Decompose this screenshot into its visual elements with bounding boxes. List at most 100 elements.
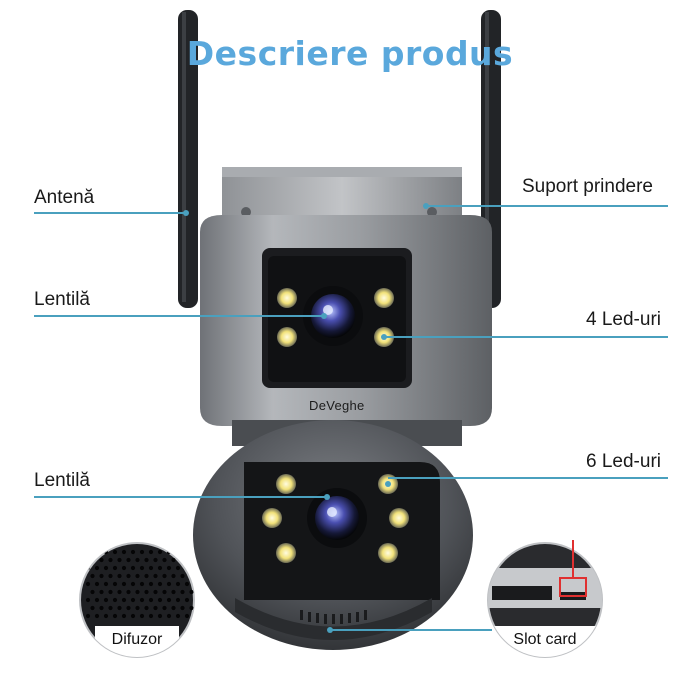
speaker-hole <box>189 589 194 595</box>
label-mount: Suport prindere <box>522 176 653 197</box>
speaker-hole <box>135 573 140 579</box>
label-lens-bottom: Lentilă <box>34 470 90 491</box>
speaker-hole <box>121 549 127 555</box>
speaker-hole <box>180 573 185 579</box>
speaker-hole <box>108 573 113 579</box>
label-led6: 6 Led-uri <box>586 451 661 472</box>
speaker-hole <box>108 605 113 611</box>
speaker-hole <box>166 581 172 587</box>
speaker-hole <box>103 581 109 587</box>
speaker-hole <box>157 597 163 603</box>
speaker-hole <box>130 565 136 571</box>
speaker-hole <box>130 581 136 587</box>
speaker-hole <box>180 557 185 563</box>
label-speaker: Difuzor <box>111 631 163 648</box>
speaker-hole <box>135 557 140 563</box>
speaker-hole <box>153 605 158 611</box>
speaker-hole <box>175 581 181 587</box>
speaker-hole <box>171 573 176 579</box>
speaker-hole <box>175 597 181 603</box>
speaker-hole <box>94 549 100 555</box>
speaker-hole <box>180 589 185 595</box>
speaker-hole <box>117 557 122 563</box>
speaker-hole <box>94 613 100 619</box>
brand-logo: DeVeghe <box>309 398 365 413</box>
speaker-hole <box>184 549 190 555</box>
speaker-hole <box>139 549 145 555</box>
speaker-hole <box>94 581 100 587</box>
speaker-hole <box>112 613 118 619</box>
speaker-hole <box>103 613 109 619</box>
speaker-hole <box>148 597 154 603</box>
speaker-hole <box>121 581 127 587</box>
speaker-hole <box>99 605 104 611</box>
speaker-hole <box>144 573 149 579</box>
speaker-hole <box>108 557 113 563</box>
speaker-hole <box>103 565 109 571</box>
speaker-hole <box>99 557 104 563</box>
speaker-hole <box>148 565 154 571</box>
label-lens-top: Lentilă <box>34 289 90 310</box>
speaker-hole <box>175 613 181 619</box>
speaker-hole <box>126 605 131 611</box>
speaker-hole <box>85 613 91 619</box>
speaker-hole <box>175 565 181 571</box>
speaker-hole <box>112 597 118 603</box>
speaker-hole <box>103 597 109 603</box>
speaker-hole <box>117 573 122 579</box>
speaker-hole <box>148 613 154 619</box>
speaker-hole <box>108 589 113 595</box>
speaker-hole <box>189 605 194 611</box>
speaker-hole <box>130 613 136 619</box>
speaker-hole <box>184 613 190 619</box>
speaker-hole <box>184 597 190 603</box>
speaker-hole <box>144 605 149 611</box>
mount-bracket <box>222 167 462 223</box>
speaker-hole <box>189 557 194 563</box>
speaker-hole <box>99 589 104 595</box>
speaker-hole <box>144 589 149 595</box>
speaker-hole <box>171 589 176 595</box>
speaker-hole <box>94 565 100 571</box>
speaker-hole <box>162 557 167 563</box>
speaker-hole <box>180 605 185 611</box>
speaker-hole <box>112 581 118 587</box>
speaker-hole <box>184 581 190 587</box>
label-antenna: Antenă <box>34 187 95 208</box>
speaker-hole <box>126 589 131 595</box>
speaker-hole <box>135 605 140 611</box>
speaker-hole <box>126 557 131 563</box>
speaker-hole <box>139 581 145 587</box>
speaker-hole <box>90 605 95 611</box>
speaker-hole <box>130 597 136 603</box>
speaker-hole <box>90 573 95 579</box>
speaker-hole <box>139 565 145 571</box>
speaker-hole <box>121 565 127 571</box>
speaker-hole <box>166 597 172 603</box>
speaker-hole <box>144 557 149 563</box>
speaker-hole <box>85 597 91 603</box>
speaker-hole <box>153 573 158 579</box>
speaker-hole <box>99 573 104 579</box>
speaker-hole <box>171 605 176 611</box>
speaker-hole <box>157 581 163 587</box>
speaker-hole <box>117 589 122 595</box>
speaker-hole <box>121 613 127 619</box>
speaker-hole <box>135 589 140 595</box>
speaker-hole <box>90 589 95 595</box>
speaker-hole <box>162 573 167 579</box>
speaker-hole <box>117 605 122 611</box>
speaker-hole <box>162 605 167 611</box>
speaker-hole <box>166 565 172 571</box>
speaker-hole <box>153 557 158 563</box>
speaker-hole <box>162 589 167 595</box>
speaker-hole <box>148 549 154 555</box>
speaker-hole <box>112 549 118 555</box>
page-title: Descriere produs <box>186 34 514 73</box>
speaker-hole <box>166 613 172 619</box>
speaker-hole <box>126 573 131 579</box>
speaker-hole <box>94 597 100 603</box>
speaker-hole <box>121 597 127 603</box>
